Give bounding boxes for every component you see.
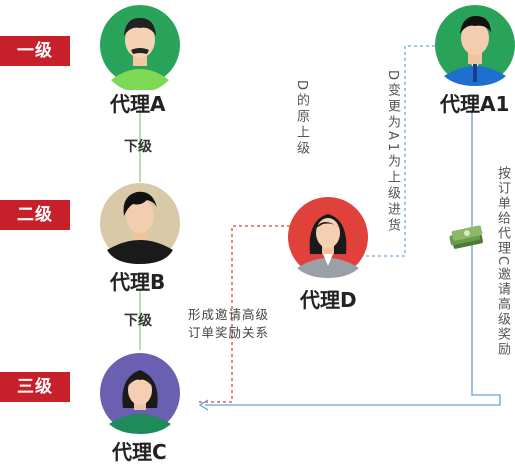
note-d-original-superior: D的原上级 bbox=[294, 80, 309, 158]
note-invite-relation: 形成邀请高级 订单奖励关系 bbox=[188, 306, 269, 342]
avatar-b bbox=[100, 183, 180, 264]
avatar-a bbox=[100, 5, 180, 90]
agent-b-label: 代理B bbox=[110, 270, 166, 294]
money-stack-icon bbox=[449, 225, 483, 249]
level-tag-1: 一级 bbox=[0, 36, 70, 66]
note-order-reward: 按订单给代理C邀请高级奖励 bbox=[495, 166, 510, 358]
note-d-changed-superior: D变更为A1为上级进货 bbox=[385, 70, 400, 235]
level-tag-2: 二级 bbox=[0, 200, 70, 230]
avatar-d bbox=[288, 197, 368, 278]
agent-a-label: 代理A bbox=[110, 92, 166, 116]
line-d-a1-dashed bbox=[360, 45, 440, 257]
level-tag-3: 三级 bbox=[0, 372, 70, 402]
agent-c-label: 代理C bbox=[112, 440, 167, 464]
avatar-c bbox=[100, 353, 180, 434]
arrow-to-c bbox=[198, 399, 209, 411]
subordinate-label-1: 下级 bbox=[124, 139, 152, 155]
note-invite-line-2: 订单奖励关系 bbox=[188, 325, 270, 340]
note-invite-line-1: 形成邀请高级 bbox=[188, 307, 270, 322]
agent-a1-label: 代理A1 bbox=[440, 92, 510, 116]
subordinate-label-2: 下级 bbox=[124, 313, 152, 329]
avatar-a1 bbox=[435, 5, 515, 86]
agent-d-label: 代理D bbox=[300, 288, 357, 312]
line-d-c-dashed bbox=[198, 225, 290, 403]
line-a1-c-solid bbox=[205, 110, 501, 406]
